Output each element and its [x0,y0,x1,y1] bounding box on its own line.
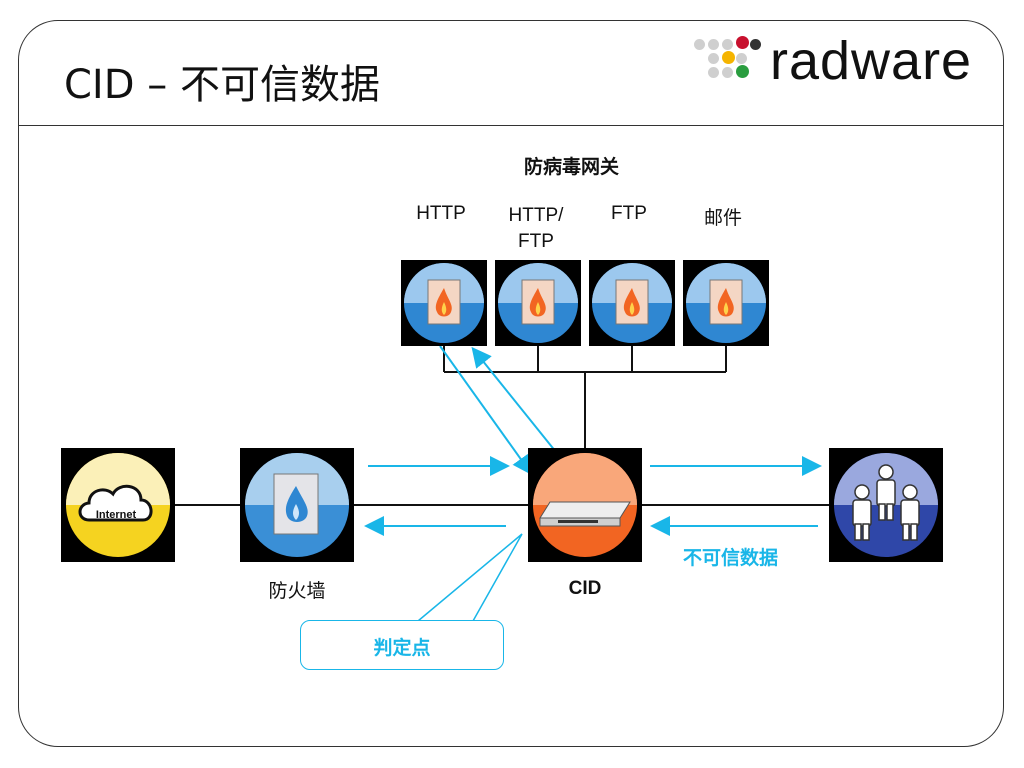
logo-dot [750,39,761,50]
internet-label: Internet [96,509,137,521]
logo-dot [736,36,749,49]
users-node [829,448,943,562]
decision-point-label: 判定点 [373,637,431,659]
logo-dot [708,67,719,78]
cid-node [528,448,642,562]
decision-point-callout: 判定点 [300,620,504,670]
logo-dot [736,53,747,64]
antivirus-gateway-icon [498,263,578,343]
internet-cloud-icon: Internet [66,453,170,557]
antivirus-gateway-ftp [589,260,675,346]
radware-logo: radware [690,30,995,100]
cid-appliance-icon [533,453,637,557]
callout-pointer [417,533,523,622]
gateway-label-mail: 邮件 [703,207,742,229]
antivirus-gateway-icon [592,263,672,343]
firewall-icon [245,453,349,557]
internet-node: Internet [61,448,175,562]
antivirus-gateway-icon [686,263,766,343]
logo-dot [736,65,749,78]
antivirus-gateway-mail [683,260,769,346]
logo-dot [722,39,733,50]
gateway-label-ftp: FTP [611,203,647,224]
arrow-gateway-to-cid [439,345,533,476]
users-icon [834,453,938,557]
firewall-node [240,448,354,562]
antivirus-gateway-icon [404,263,484,343]
antivirus-gateway-http [401,260,487,346]
logo-dot [722,51,735,64]
antivirus-gateway-http-ftp [495,260,581,346]
logo-text: radware [770,31,973,91]
gateway-group-title: 防病毒网关 [524,156,620,178]
cid-label: CID [568,578,602,599]
logo-dot [708,53,719,64]
gateway-label-http-ftp: HTTP/ FTP [508,205,564,252]
page-title: CID – 不可信数据 [64,62,380,108]
gateway-label-http: HTTP [416,203,466,224]
arrow-cid-to-gateway [471,346,557,453]
header-divider [18,125,1004,126]
untrusted-data-label: 不可信数据 [683,547,779,569]
logo-dot [694,39,705,50]
slide-frame [18,20,1004,747]
firewall-label: 防火墙 [268,580,326,602]
logo-dot [708,39,719,50]
logo-dot [722,67,733,78]
